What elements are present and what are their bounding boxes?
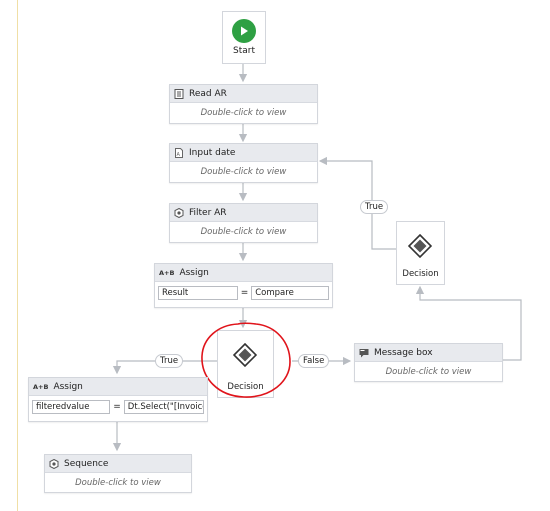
- decision-diamond-icon: [408, 234, 432, 258]
- assign-icon: A+B: [33, 382, 49, 391]
- filter-ar-title: Filter AR: [189, 207, 227, 218]
- sequence-hint: Double-click to view: [75, 477, 161, 488]
- false-branch-label: False: [298, 354, 330, 368]
- assign-filtered-value-field[interactable]: Dt.Select("[Invoice: [123, 400, 204, 414]
- filter-ar-activity[interactable]: Filter AR Double-click to view: [169, 203, 318, 243]
- assign-result-header: A+B Assign: [155, 264, 332, 282]
- true-loop-label: True: [360, 200, 389, 214]
- assign-result-activity[interactable]: A+B Assign Result = Compare: [154, 263, 333, 308]
- start-label: Start: [233, 46, 255, 56]
- assign-result-to-field[interactable]: Result: [158, 286, 238, 300]
- assign-filtered-title: Assign: [53, 381, 83, 392]
- assign-result-value-field[interactable]: Compare: [251, 286, 329, 300]
- input-dialog-icon: A: [174, 147, 184, 158]
- read-ar-hint: Double-click to view: [200, 107, 287, 118]
- sequence-icon: [49, 458, 59, 469]
- start-node[interactable]: Start: [222, 11, 266, 64]
- decision-main-label: Decision: [227, 382, 264, 392]
- filter-ar-header: Filter AR: [170, 204, 317, 222]
- input-date-activity[interactable]: A Input date Double-click to view: [169, 143, 318, 183]
- input-date-title: Input date: [189, 147, 236, 158]
- sequence-activity[interactable]: Sequence Double-click to view: [44, 454, 192, 493]
- sequence-title: Sequence: [64, 458, 109, 469]
- message-box-header: Message box: [355, 344, 502, 362]
- decision-diamond-icon: [233, 343, 257, 367]
- decision-top[interactable]: Decision: [396, 221, 445, 285]
- input-date-header: A Input date: [170, 144, 317, 162]
- true-branch-label: True: [155, 354, 184, 368]
- message-box-icon: [359, 348, 369, 358]
- play-icon: [232, 19, 256, 43]
- assign-filtered-header: A+B Assign: [29, 378, 207, 396]
- assign-filtered-to-field[interactable]: filteredvalue: [32, 400, 111, 414]
- svg-text:A: A: [177, 152, 181, 158]
- message-box-hint: Double-click to view: [385, 366, 472, 377]
- decision-top-label: Decision: [402, 269, 439, 279]
- highlight-circle: [201, 322, 291, 398]
- read-ar-header: Read AR: [170, 85, 317, 103]
- assign-result-title: Assign: [179, 267, 209, 278]
- decision-main[interactable]: Decision: [217, 330, 274, 398]
- input-date-hint: Double-click to view: [200, 166, 287, 177]
- assign-filtered-activity[interactable]: A+B Assign filteredvalue = Dt.Select("[I…: [28, 377, 208, 422]
- excel-read-icon: [174, 88, 184, 99]
- assign-icon: A+B: [159, 268, 175, 277]
- filter-ar-hint: Double-click to view: [200, 226, 287, 237]
- sequence-header: Sequence: [45, 455, 191, 473]
- assign-equals: =: [240, 288, 249, 298]
- assign-equals: =: [113, 402, 121, 412]
- message-box-activity[interactable]: Message box Double-click to view: [354, 343, 503, 382]
- message-box-title: Message box: [374, 347, 433, 358]
- read-ar-activity[interactable]: Read AR Double-click to view: [169, 84, 318, 124]
- read-ar-title: Read AR: [189, 88, 227, 99]
- sequence-icon: [174, 207, 184, 218]
